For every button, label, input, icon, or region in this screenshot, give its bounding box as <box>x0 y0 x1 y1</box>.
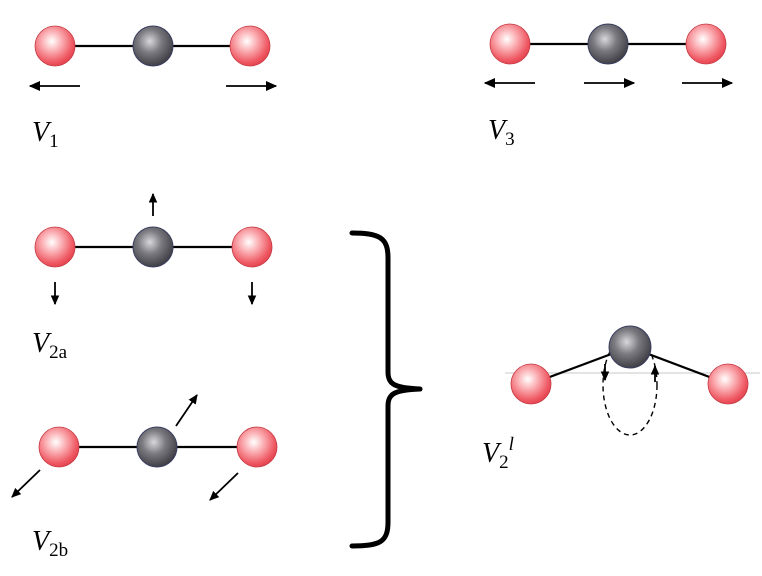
diagonal-down-arrow <box>11 469 41 498</box>
mode-label-v1: V1 <box>32 117 59 152</box>
oxygen-atom <box>707 363 749 405</box>
carbon-atom <box>608 325 652 369</box>
right-curly-brace <box>349 230 423 549</box>
oxygen-atom <box>34 226 76 268</box>
carbon-atom <box>587 23 629 65</box>
oxygen-atom <box>489 23 531 65</box>
oxygen-atom <box>236 426 278 468</box>
mode-v2a: V2a <box>32 192 273 363</box>
mode-label-v3: V3 <box>488 115 515 150</box>
mode-label-v2b: V2b <box>32 526 68 561</box>
mode-v1: V1 <box>28 25 278 152</box>
oxygen-atom <box>231 226 273 268</box>
diagonal-down-arrow <box>209 472 239 501</box>
oxygen-atom <box>685 23 727 65</box>
mode-v2l: V2l <box>482 325 760 473</box>
diagonal-up-arrow <box>175 394 198 427</box>
carbon-atom <box>132 226 174 268</box>
mode-v2b: V2b <box>11 394 278 561</box>
carbon-atom <box>136 426 178 468</box>
rotation-orbit <box>602 334 658 436</box>
oxygen-atom <box>34 25 76 67</box>
mode-label-v2a: V2a <box>32 328 68 363</box>
mode-label-v2l: V2l <box>482 434 514 473</box>
oxygen-atom <box>38 426 80 468</box>
carbon-atom <box>132 25 174 67</box>
oxygen-atom <box>510 363 552 405</box>
oxygen-atom <box>229 25 271 67</box>
mode-v3: V3 <box>483 23 734 150</box>
